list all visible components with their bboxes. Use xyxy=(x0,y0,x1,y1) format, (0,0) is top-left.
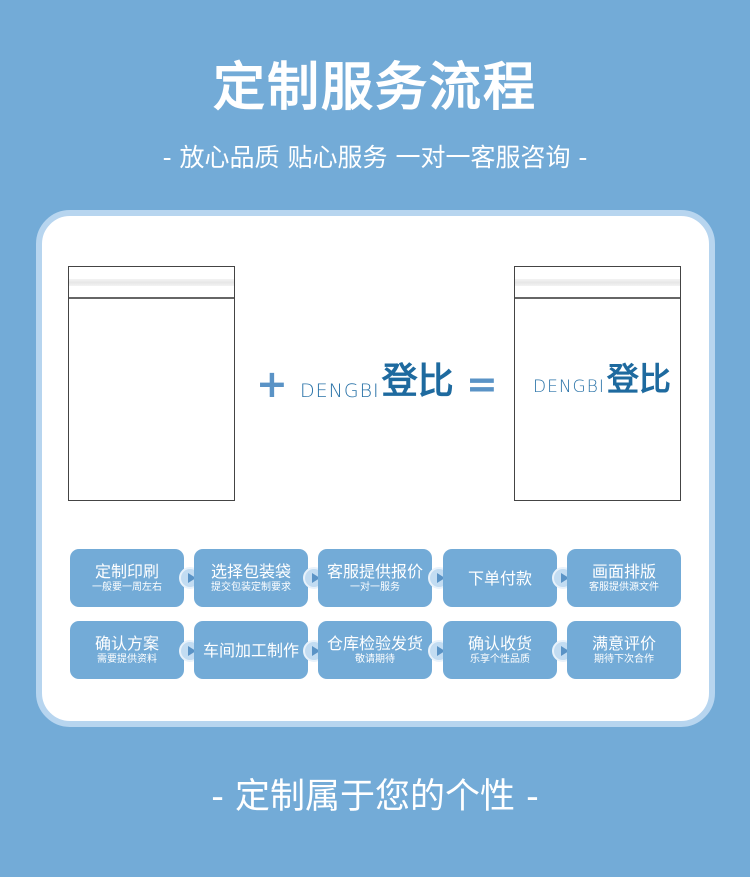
step-title: 确认方案 xyxy=(94,634,159,653)
step-5: 画面排版 客服提供源文件 xyxy=(567,549,681,607)
bag-logo-en: DENGBI xyxy=(533,377,605,397)
step-3: 客服提供报价 一对一服务 xyxy=(318,549,432,607)
step-10: 满意评价 期待下次合作 xyxy=(567,621,681,679)
page-title: 定制服务流程 xyxy=(212,58,537,118)
bag-zipper xyxy=(515,267,680,299)
step-subtitle: 一对一服务 xyxy=(350,582,400,593)
bag-brand-logo: DENGBI 登比 xyxy=(533,361,671,397)
step-4: 下单付款 xyxy=(443,549,557,607)
equals-icon: = xyxy=(466,362,498,406)
step-title: 选择包装袋 xyxy=(210,562,291,581)
page-subtitle: - 放心品质 贴心服务 一对一客服咨询 - xyxy=(162,143,588,172)
brand-logo-en: DENGBI xyxy=(300,380,380,402)
step-title: 定制印刷 xyxy=(94,562,159,581)
brand-logo-cn: 登比 xyxy=(381,361,454,402)
printed-bag-image: DENGBI 登比 xyxy=(514,266,681,501)
step-6: 确认方案 需要提供资料 xyxy=(70,621,184,679)
step-subtitle: 敬请期待 xyxy=(355,654,395,665)
step-subtitle: 提交包装定制要求 xyxy=(211,582,291,593)
footer-tagline: - 定制属于您的个性 - xyxy=(211,777,539,817)
step-title: 确认收货 xyxy=(467,634,532,653)
step-subtitle: 乐享个性品质 xyxy=(470,654,530,665)
step-subtitle: 期待下次合作 xyxy=(594,654,654,665)
step-subtitle: 客服提供源文件 xyxy=(589,582,659,593)
blank-bag-image xyxy=(68,266,235,501)
step-8: 仓库检验发货 敬请期待 xyxy=(318,621,432,679)
step-2: 选择包装袋 提交包装定制要求 xyxy=(194,549,308,607)
bag-logo-cn: 登比 xyxy=(606,360,671,398)
plus-icon: + xyxy=(256,362,288,406)
step-title: 满意评价 xyxy=(591,634,656,653)
step-title: 画面排版 xyxy=(591,562,656,581)
bag-zipper xyxy=(69,267,234,299)
step-title: 仓库检验发货 xyxy=(326,634,423,653)
step-subtitle: 需要提供资料 xyxy=(97,654,157,665)
process-card: + DENGBI 登比 = DENGBI 登比 定制印刷 一般要一周左右 选择包… xyxy=(36,210,715,727)
brand-logo: DENGBI 登比 xyxy=(300,361,454,403)
step-title: 客服提供报价 xyxy=(326,562,423,581)
step-7: 车间加工制作 xyxy=(194,621,308,679)
step-9: 确认收货 乐享个性品质 xyxy=(443,621,557,679)
step-title: 下单付款 xyxy=(467,568,532,588)
step-1: 定制印刷 一般要一周左右 xyxy=(70,549,184,607)
step-title: 车间加工制作 xyxy=(202,640,299,660)
step-subtitle: 一般要一周左右 xyxy=(92,582,162,593)
